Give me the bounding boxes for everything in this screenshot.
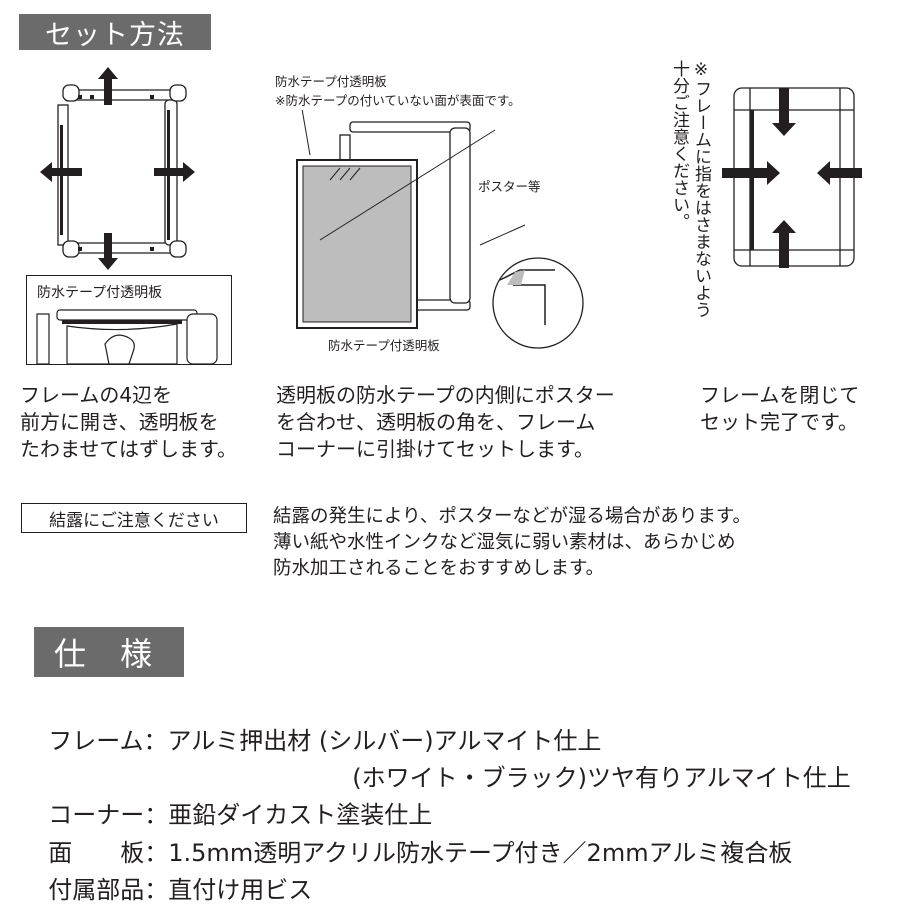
spec-value: 亜鉛ダイカスト塗装仕上 (168, 801, 433, 829)
hand-removing-panel-illustration (36, 309, 218, 364)
step2-label-note: ※防水テープの付いていない面が表面です。 (275, 93, 521, 108)
poster-insert-illustration (296, 110, 584, 349)
condensation-text: 結露の発生により、ポスターなどが湿る場合があります。 薄い紙や水性インクなど湿気… (273, 506, 752, 579)
step1-caption: フレームの4辺を 前方に開き、透明板を たわませてはずします。 (20, 383, 237, 461)
step2-label-bottom: 防水テープ付透明板 (328, 338, 440, 353)
specs-section-title: 仕 様 (34, 627, 184, 677)
step2-label-panel: 防水テープ付透明板 (275, 74, 387, 89)
step2-caption: 透明板の防水テープの内側にポスター を合わせ、透明板の角を、フレーム コーナーに… (276, 383, 615, 461)
arrow-icons (40, 67, 195, 270)
step2-label-poster: ポスター等 (478, 179, 541, 194)
spec-colon: ： (144, 876, 169, 904)
spec-label: フレーム (48, 727, 144, 755)
spec-label: 付属部品 (48, 876, 145, 904)
finger-warning: ※フレームに指をはさまないよう 十分ご注意ください。 (669, 60, 711, 318)
spec-row-accessories: 付属部品：直付け用ビス (33, 845, 312, 905)
removal-inset: 防水テープ付透明板 (26, 275, 232, 365)
spec-value: 1.5mm透明アクリル防水テープ付き／2mmアルミ複合板 (168, 839, 793, 867)
spec-colon: ： (144, 839, 169, 867)
spec-row-corner: コーナー：亜鉛ダイカスト塗装仕上 (33, 770, 432, 830)
spec-row-panel: 面 板：1.5mm透明アクリル防水テープ付き／2mmアルミ複合板 (33, 808, 792, 868)
spec-label: 面 板 (48, 839, 145, 867)
spec-label: コーナー (48, 801, 145, 829)
setup-section-title: セット方法 (19, 14, 211, 51)
frame-open-illustration (40, 67, 195, 270)
spec-colon: ： (143, 727, 168, 755)
inset-label: 防水テープ付透明板 (37, 285, 163, 301)
spec-value: 直付け用ビス (168, 876, 313, 904)
spec-value: アルミ押出材 (シルバー)アルマイト仕上 (167, 727, 602, 755)
spec-value: (ホワイト・ブラック)ツヤ有りアルマイト仕上 (352, 764, 851, 792)
frame-close-illustration (722, 87, 862, 268)
corner-detail-magnifier (492, 257, 584, 349)
condensation-badge: 結露にご注意ください (21, 503, 247, 533)
spec-colon: ： (144, 801, 169, 829)
spec-row-frame-alt: (ホワイト・ブラック)ツヤ有りアルマイト仕上 (337, 733, 851, 793)
close-arrow-icons (722, 88, 862, 268)
step3-caption: フレームを閉じて セット完了です。 (700, 383, 860, 434)
spec-row-frame: フレーム：アルミ押出材 (シルバー)アルマイト仕上 (33, 696, 601, 756)
